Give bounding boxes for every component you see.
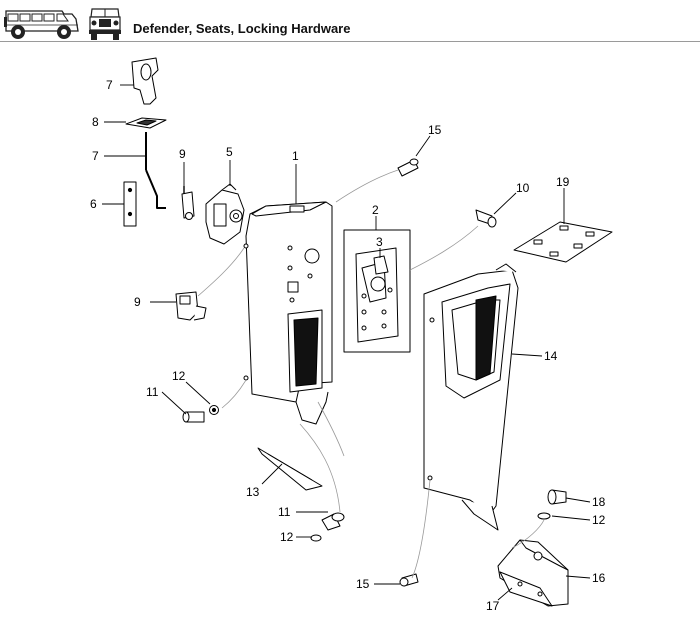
part-2-inset: [343, 229, 411, 353]
callout-8: 8: [92, 115, 99, 129]
callout-11-upper: 11: [146, 385, 159, 399]
part-10-screw: [475, 209, 497, 228]
part-19-plate: [513, 221, 613, 263]
callout-13: 13: [246, 485, 260, 499]
callout-9-upper: 9: [179, 147, 186, 161]
vehicle-side-icon: [4, 10, 79, 39]
part-1-seat-frame: [243, 201, 333, 425]
callout-7: 7: [92, 149, 99, 163]
part-11-bolt-lower: [321, 512, 345, 531]
part-9-clip-lower: [175, 291, 207, 321]
callout-19: 19: [556, 175, 570, 189]
part-3-stud: [373, 255, 389, 275]
part-12-washer-lower: [310, 534, 322, 542]
callout-3: 3: [376, 235, 383, 249]
page-title: Defender, Seats, Locking Hardware: [133, 21, 351, 36]
callout-4: 5: [226, 145, 233, 159]
callout-1: 1: [292, 149, 299, 163]
part-15-screw-upper: [397, 158, 419, 177]
header-divider: [0, 41, 700, 42]
callout-18: 18: [592, 495, 606, 509]
callout-15-upper: 15: [428, 123, 442, 137]
callout-16: 16: [592, 571, 606, 585]
part-16-bracket: [497, 539, 569, 607]
callout-17: 17: [486, 599, 500, 613]
part-6-handle: [131, 57, 159, 105]
part-7-rod: [145, 132, 166, 209]
callout-2: 2: [372, 203, 379, 217]
part-17-plate: [499, 571, 553, 607]
callout-6: 7: [106, 78, 113, 92]
part-9-clip-upper: [181, 186, 195, 220]
callout-10: 10: [516, 181, 530, 195]
header: Defender, Seats, Locking Hardware: [0, 0, 700, 44]
callout-9-lower: 9: [134, 295, 141, 309]
vehicle-front-icon: [89, 8, 121, 40]
callout-14: 14: [544, 349, 558, 363]
part-15-screw-lower: [399, 573, 419, 587]
callout-12-upper: 12: [172, 369, 186, 383]
part-12-washer-right: [537, 512, 551, 520]
callout-15-lower: 15: [356, 577, 370, 591]
callout-12-lower: 12: [280, 530, 294, 544]
part-11-bolt-upper: [182, 411, 205, 423]
part-14-trim-cover: [423, 263, 519, 531]
exploded-parts-diagram: 7 8 7 6 9 5 1 2 3 9 15 10 19 14 11 12 13…: [90, 57, 613, 613]
callout-11-lower: 11: [278, 505, 291, 519]
callout-12-right: 12: [592, 513, 606, 527]
callout-5: 6: [90, 197, 97, 211]
part-4-latch: [205, 183, 245, 245]
part-18-bolt: [547, 489, 567, 505]
part-13-plate: [257, 447, 323, 491]
